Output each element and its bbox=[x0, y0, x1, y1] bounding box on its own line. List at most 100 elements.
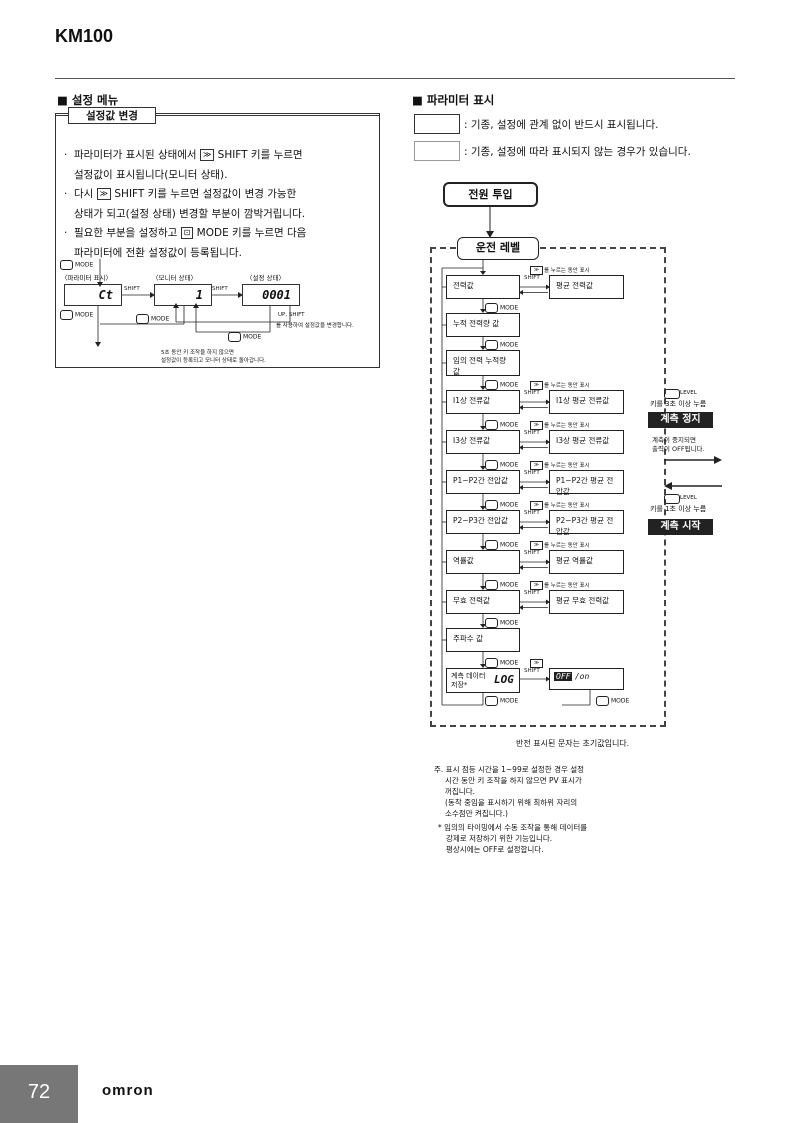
level-key-icon bbox=[664, 494, 680, 504]
param-box: 임의 전력 누적량 값 bbox=[446, 350, 520, 376]
instruction-2-line2: 상태가 되고(설정 상태) 변경할 부분이 깜박거립니다. bbox=[74, 207, 306, 220]
shift-label-2: SHIFT bbox=[212, 286, 228, 292]
instruction-list: ·파라미터가 표시된 상태에서 ≫ SHIFT 키를 누르면 설정값이 표시됩니… bbox=[64, 146, 374, 263]
page-number: 72 bbox=[0, 1065, 78, 1123]
shift-label-1: SHIFT bbox=[124, 286, 140, 292]
stop-level-label: LEVEL bbox=[680, 390, 697, 396]
param-box: 누적 전력량 값 bbox=[446, 313, 520, 337]
instruction-2-line1: ·다시 ≫ SHIFT 키를 누르면 설정값이 변경 가능한 bbox=[64, 188, 297, 200]
mode-key-top: MODE bbox=[60, 260, 93, 270]
start-level-label: LEVEL bbox=[680, 495, 697, 501]
hold-desc: 를 누르는 동안 표시 bbox=[544, 423, 590, 429]
timeout-desc-1: 5초 동안 키 조작을 하지 않으면 bbox=[161, 350, 234, 356]
model-name: KM100 bbox=[55, 26, 114, 46]
measure-stop-label: 계측 정지 bbox=[648, 412, 713, 428]
shift-key-icon: ≫ bbox=[530, 581, 543, 590]
shift-key-icon: ≫ bbox=[530, 461, 543, 470]
shift-label: SHIFT bbox=[524, 510, 540, 516]
mode-key-1: MODE bbox=[60, 310, 93, 320]
param-box: P2−P3간 전압값 bbox=[446, 510, 520, 534]
shift-label: SHIFT bbox=[524, 430, 540, 436]
lcd-log: LOG bbox=[494, 673, 514, 686]
mode-key: MODE bbox=[485, 658, 518, 668]
save-setting-box: OFF /on bbox=[549, 668, 624, 690]
run-level-box: 운전 레벨 bbox=[457, 237, 539, 260]
power-on-box: 전원 투입 bbox=[443, 182, 538, 207]
mode-key: MODE bbox=[485, 618, 518, 628]
avg-param-box: 평균 무효 전력값 bbox=[549, 590, 624, 614]
panel-title: 설정값 변경 bbox=[68, 107, 156, 124]
shift-label: SHIFT bbox=[524, 590, 540, 596]
avg-param-box: P1−P2간 평균 전압값 bbox=[549, 470, 624, 496]
up-shift-desc: UP, SHIFT bbox=[278, 312, 305, 318]
mode-key: MODE bbox=[485, 420, 518, 430]
instruction-1-line2: 설정값이 표시됩니다(모니터 상태). bbox=[74, 168, 228, 181]
start-hold-desc: 키를 1초 이상 누름 bbox=[650, 505, 707, 513]
inverted-note: 반전 표시된 문자는 초기값입니다. bbox=[516, 739, 630, 748]
mode-key: MODE bbox=[485, 380, 518, 390]
state-param-label: 〈파라미터 표시〉 bbox=[61, 274, 112, 282]
state-monitor-label: 〈모니터 상태〉 bbox=[152, 274, 197, 282]
diagram-arrows bbox=[95, 259, 291, 347]
shift-key-icon: ≫ bbox=[530, 541, 543, 550]
stop-hold-desc: 키를 3초 이상 누름 bbox=[650, 400, 707, 408]
mode-key-2: MODE bbox=[136, 314, 169, 324]
run-level-region bbox=[430, 247, 666, 727]
setting-change-panel: 설정값 변경 ·파라미터가 표시된 상태에서 ≫ SHIFT 키를 누르면 설정… bbox=[55, 107, 380, 368]
timeout-desc-2: 설정값이 등록되고 모니터 상태로 돌아갑니다. bbox=[161, 358, 266, 364]
shift-label: SHIFT bbox=[524, 470, 540, 476]
header-rule bbox=[55, 78, 735, 79]
instruction-3-line2: 파라미터에 전환 설정값이 등록됩니다. bbox=[74, 246, 242, 259]
shift-key-icon: ≫ bbox=[199, 149, 215, 161]
mode-key: MODE bbox=[485, 540, 518, 550]
mode-key-icon: ⊡ bbox=[180, 227, 194, 239]
stop-desc-1: 계측이 중지되면 bbox=[652, 436, 696, 444]
shift-label: SHIFT bbox=[524, 390, 540, 396]
param-box: I3상 전류값 bbox=[446, 430, 520, 454]
power-arrow bbox=[486, 207, 494, 238]
note-2: * 임의의 타이밍에서 수동 조작을 통해 데이터를 강제로 저장하기 위한 기… bbox=[438, 823, 588, 854]
avg-param-box: P2−P3간 평균 전압값 bbox=[549, 510, 624, 536]
mode-key: MODE bbox=[485, 460, 518, 470]
hold-desc: 를 누르는 동안 표시 bbox=[544, 583, 590, 589]
avg-param-box: 평균 역률값 bbox=[549, 550, 624, 574]
shift-label: SHIFT bbox=[524, 668, 540, 674]
mode-key: MODE bbox=[485, 500, 518, 510]
lcd-param: Ct bbox=[64, 284, 122, 306]
state-setting-label: 〈설정 상태〉 bbox=[246, 274, 285, 282]
omron-logo: omron bbox=[102, 1082, 154, 1099]
hold-desc: 를 누르는 동안 표시 bbox=[544, 543, 590, 549]
mode-key: MODE bbox=[485, 303, 518, 313]
note-1: 주. 표시 점등 시간을 1~99로 설정한 경우 설정 시간 동안 키 조작을… bbox=[434, 765, 585, 818]
avg-param-box: I3상 평균 전류값 bbox=[549, 430, 624, 454]
up-shift-desc-2: 를 사용하여 설정값을 변경합니다. bbox=[276, 323, 354, 329]
settings-menu-title: ■ 설정 메뉴 bbox=[57, 93, 119, 107]
legend-optional: : 기종, 설정에 따라 표시되지 않는 경우가 있습니다. bbox=[464, 146, 691, 158]
stop-desc-2: 출력이 OFF됩니다. bbox=[652, 445, 705, 453]
hold-desc: 를 누르는 동안 표시 bbox=[544, 503, 590, 509]
legend-box-always bbox=[414, 114, 460, 134]
shift-key-icon: ≫ bbox=[530, 659, 543, 668]
instruction-1-line1: ·파라미터가 표시된 상태에서 ≫ SHIFT 키를 누르면 bbox=[64, 149, 303, 161]
mode-key-3: MODE bbox=[228, 332, 261, 342]
mode-key: MODE bbox=[485, 580, 518, 590]
legend-always: : 기종, 설정에 관계 없이 반드시 표시됩니다. bbox=[464, 119, 659, 131]
param-box: 전력값 bbox=[446, 275, 520, 299]
mode-key: MODE bbox=[485, 340, 518, 350]
legend-box-optional bbox=[414, 141, 460, 161]
hold-desc: 를 누르는 동안 표시 bbox=[544, 383, 590, 389]
param-box: I1상 전류값 bbox=[446, 390, 520, 414]
param-box: 역률값 bbox=[446, 550, 520, 574]
measure-start-label: 계측 시작 bbox=[648, 519, 713, 535]
shift-key-icon: ≫ bbox=[530, 381, 543, 390]
shift-label: SHIFT bbox=[524, 275, 540, 281]
shift-label: SHIFT bbox=[524, 550, 540, 556]
avg-param-box: 평균 전력값 bbox=[549, 275, 624, 299]
param-box: P1−P2간 전압값 bbox=[446, 470, 520, 494]
mode-key: MODE bbox=[485, 696, 518, 706]
stop-start-arrows bbox=[664, 456, 722, 490]
shift-key-icon: ≫ bbox=[530, 421, 543, 430]
param-box: 무효 전력값 bbox=[446, 590, 520, 614]
